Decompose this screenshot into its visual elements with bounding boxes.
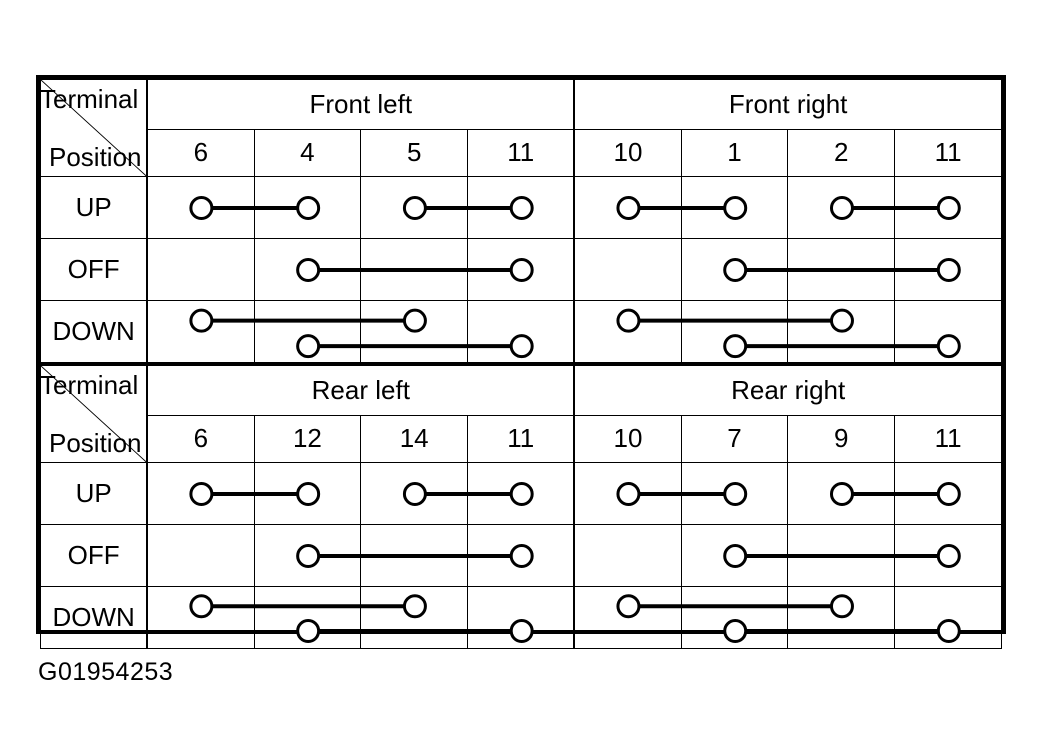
contact-cell-front-1-1	[253, 238, 362, 301]
contact-cell-rear-2-4	[573, 586, 682, 649]
terminal-axis-label: Terminal	[40, 370, 139, 400]
terminal-contact-icon	[189, 196, 214, 220]
group-header-rear-0: Rear left	[146, 361, 576, 416]
contact-cell-front-2-1	[253, 300, 362, 365]
terminal-number-rear-4: 10	[573, 414, 682, 464]
contact-cell-front-0-4	[573, 176, 682, 239]
contact-cell-front-2-3	[467, 300, 576, 365]
position-row-rear-down: DOWN	[40, 586, 1002, 649]
position-row-front-up: UP	[40, 176, 1002, 239]
contact-cell-front-1-7	[894, 238, 1002, 301]
contact-cell-front-2-7	[894, 300, 1002, 365]
contact-cell-rear-0-5	[680, 462, 789, 525]
contact-cell-front-0-5	[680, 176, 789, 239]
position-row-front-down: DOWN	[40, 300, 1002, 365]
terminal-number-front-0: 6	[146, 128, 255, 178]
contact-cell-rear-1-0	[146, 524, 962, 587]
position-label-rear-2: DOWN	[40, 586, 149, 649]
terminal-number-rear-0: 6	[146, 414, 255, 464]
terminal-number-front-1: 4	[253, 128, 362, 178]
contact-cell-rear-0-6	[787, 462, 896, 525]
contact-cell-rear-2-1	[253, 586, 362, 649]
contact-cell-rear-0-1	[253, 462, 362, 525]
diagonal-divider-icon	[41, 80, 146, 176]
contact-cell-front-0-1	[253, 176, 362, 239]
contact-cell-front-0-6	[787, 176, 896, 239]
terminal-contact-icon	[189, 308, 214, 333]
position-row-front-off: OFF	[40, 238, 1002, 301]
contact-cell-front-0-0	[146, 176, 962, 239]
terminal-number-rear-6: 9	[787, 414, 896, 464]
contact-cell-rear-0-4	[573, 462, 682, 525]
position-axis-label: Position	[49, 142, 142, 172]
terminal-number-rear-7: 11	[894, 414, 1002, 464]
contact-cell-rear-0-3	[467, 462, 576, 525]
terminal-number-front-7: 11	[894, 128, 1002, 178]
contact-cell-rear-1-3	[467, 524, 576, 587]
contact-cell-front-2-4	[573, 300, 682, 365]
position-label-front-2: DOWN	[40, 300, 149, 365]
position-label-rear-1: OFF	[40, 524, 149, 587]
contact-cell-rear-2-2	[360, 586, 469, 649]
position-label-front-0: UP	[40, 176, 149, 239]
terminal-contact-icon	[189, 594, 214, 619]
group-header-front-0: Front left	[146, 79, 576, 130]
terminal-number-front-2: 5	[360, 128, 469, 178]
contact-cell-rear-2-5	[680, 586, 789, 649]
diagonal-divider-icon	[41, 366, 146, 462]
terminal-contact-icon	[189, 482, 214, 506]
contact-cell-rear-1-2	[360, 524, 469, 587]
position-label-front-1: OFF	[40, 238, 149, 301]
contact-cell-front-1-0	[146, 238, 962, 301]
contact-cell-front-0-2	[360, 176, 469, 239]
contact-cell-front-2-5	[680, 300, 789, 365]
contact-cell-rear-2-0	[146, 586, 962, 649]
contact-cell-front-1-2	[360, 238, 469, 301]
contact-cell-front-1-4	[573, 238, 682, 301]
group-header-rear-1: Rear right	[573, 361, 1003, 416]
contact-cell-front-2-0	[146, 300, 962, 365]
contact-cell-rear-2-7	[894, 586, 1002, 649]
contact-cell-rear-1-5	[680, 524, 789, 587]
terminal-number-rear-1: 12	[253, 414, 362, 464]
terminal-number-front-5: 1	[680, 128, 789, 178]
contact-cell-front-1-3	[467, 238, 576, 301]
contact-cell-front-0-7	[894, 176, 1002, 239]
contact-cell-rear-0-7	[894, 462, 1002, 525]
position-row-rear-up: UP	[40, 462, 1002, 525]
contact-cell-rear-1-7	[894, 524, 1002, 587]
contact-cell-front-1-6	[787, 238, 896, 301]
terminal-number-front-4: 10	[573, 128, 682, 178]
contact-cell-front-2-6	[787, 300, 896, 365]
contact-cell-rear-1-1	[253, 524, 362, 587]
contact-cell-front-2-2	[360, 300, 469, 365]
terminal-number-front-3: 11	[467, 128, 576, 178]
position-axis-label: Position	[49, 428, 142, 458]
terminal-number-rear-5: 7	[680, 414, 789, 464]
terminal-number-front-6: 2	[787, 128, 896, 178]
contact-cell-front-0-3	[467, 176, 576, 239]
contact-cell-rear-1-4	[573, 524, 682, 587]
terminal-number-rear-3: 11	[467, 414, 576, 464]
contact-cell-rear-0-0	[146, 462, 962, 525]
contact-cell-rear-2-6	[787, 586, 896, 649]
contact-cell-rear-1-6	[787, 524, 896, 587]
contact-cell-front-1-5	[680, 238, 789, 301]
position-row-rear-off: OFF	[40, 524, 1002, 587]
figure-caption: G01954253	[38, 658, 174, 686]
position-label-rear-0: UP	[40, 462, 149, 525]
group-header-front-1: Front right	[573, 79, 1003, 130]
contact-cell-rear-2-3	[467, 586, 576, 649]
contact-cell-rear-0-2	[360, 462, 469, 525]
terminal-axis-label: Terminal	[40, 84, 139, 114]
terminal-number-rear-2: 14	[360, 414, 469, 464]
